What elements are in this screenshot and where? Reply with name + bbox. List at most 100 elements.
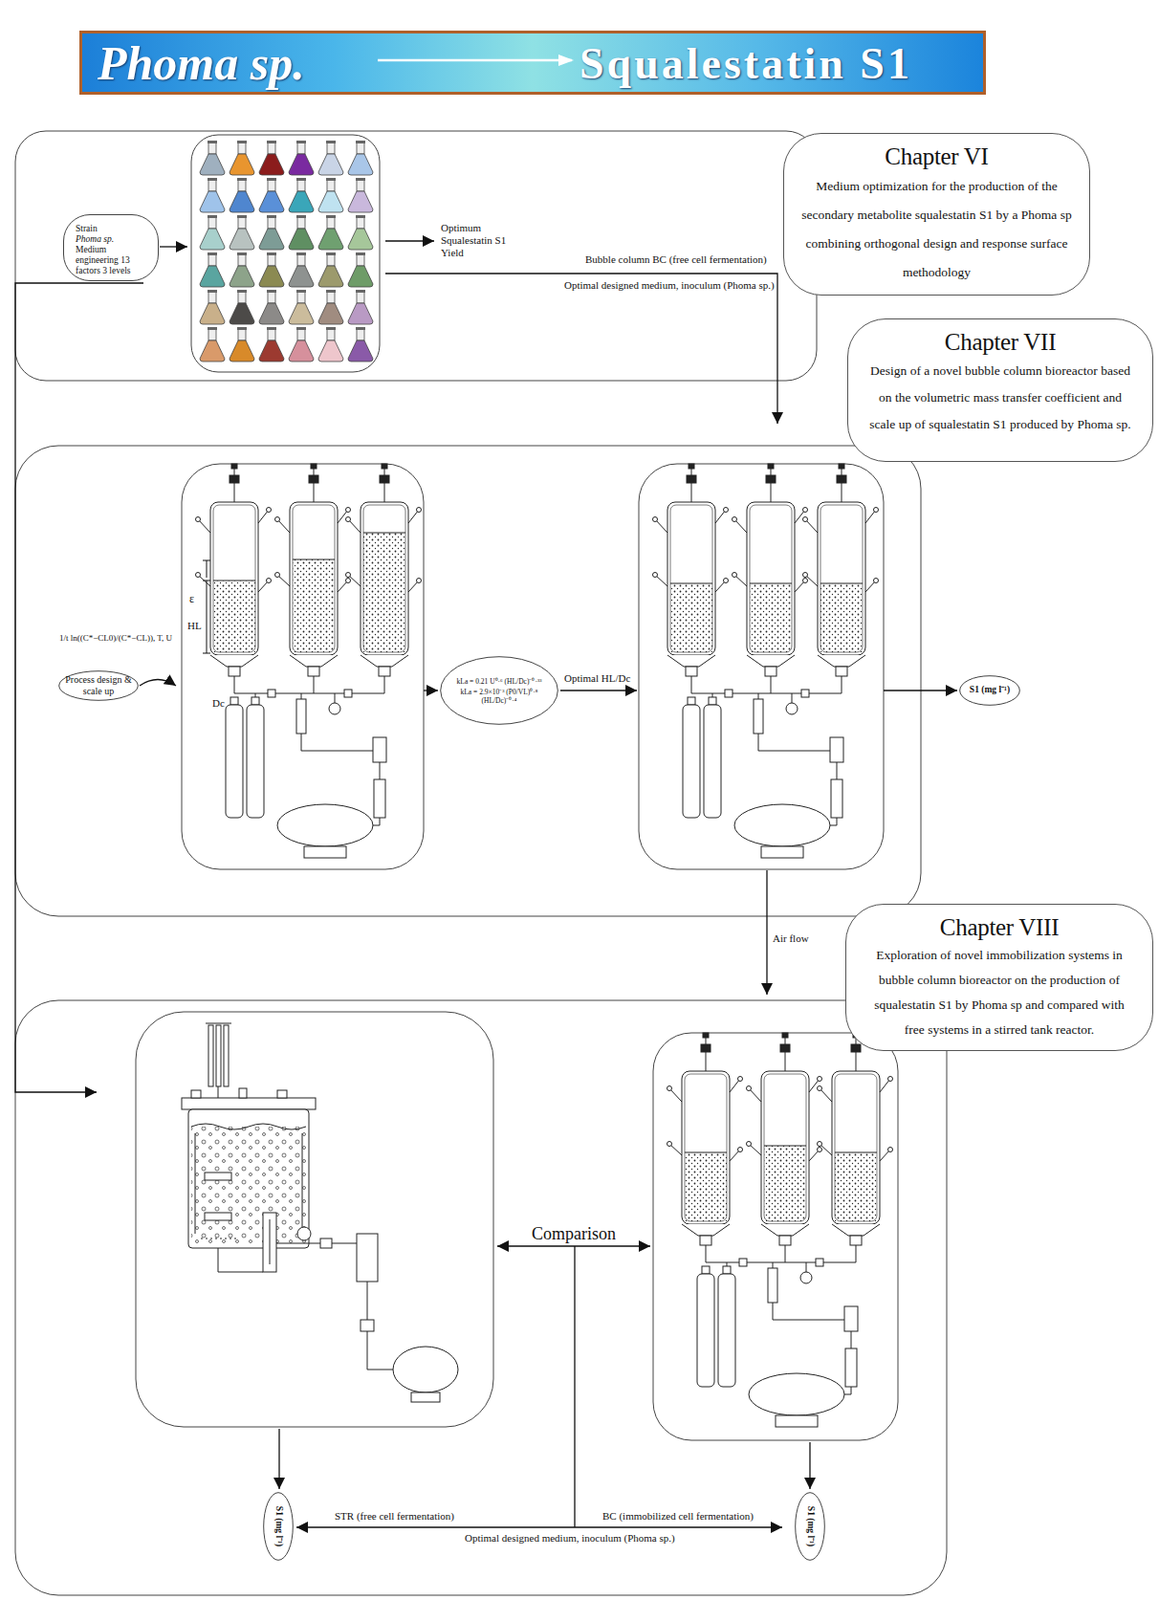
probe-head [874, 578, 879, 584]
comparison-label: Comparison [531, 1224, 616, 1246]
rotameter [767, 1268, 778, 1303]
flask-neck [297, 142, 306, 154]
compressor-base [775, 1415, 818, 1427]
flow-arrow [278, 1428, 280, 1489]
flask-rim [207, 215, 218, 219]
chapter-description: Design of a novel bubble column bioreact… [865, 357, 1136, 438]
flask-body [259, 340, 285, 362]
port [239, 1088, 247, 1098]
column-body [831, 1071, 880, 1225]
chapter-box: Chapter VIIDesign of a novel bubble colu… [847, 318, 1154, 462]
column-wall [749, 504, 792, 653]
flow-arrow [765, 870, 767, 995]
flask-rim [237, 252, 247, 256]
column-fitting [700, 1044, 711, 1052]
pipe [301, 733, 303, 751]
pipe [855, 1245, 857, 1263]
column-shaft [841, 467, 843, 503]
pipe [836, 762, 838, 780]
flow-arrow [883, 689, 958, 691]
liquid-level [820, 583, 863, 585]
strain-box: StrainPhoma sp.Medium engineering 13 fac… [63, 214, 159, 282]
probe-head [738, 1076, 744, 1082]
flask-rim [266, 215, 277, 219]
flow-label: Optimal designed medium, inoculum (Phoma… [464, 1531, 676, 1545]
column-outlet [765, 666, 777, 677]
pipe [712, 693, 714, 698]
probe-head [667, 1141, 673, 1147]
column-cap [688, 463, 695, 469]
pipe [313, 676, 315, 694]
flask [259, 289, 285, 325]
chapter-panel [15, 445, 921, 917]
column-cap [782, 1032, 788, 1038]
flask-rim [326, 252, 336, 256]
flask-rim [207, 177, 218, 181]
probe-head [416, 507, 422, 513]
flask-rim [355, 140, 366, 144]
flask-neck [238, 291, 246, 304]
flask [288, 140, 314, 175]
flask-body [229, 265, 255, 287]
strain-note: Medium engineering 13 factors 3 levels [75, 244, 151, 277]
panels [15, 131, 947, 1596]
column-shaft [855, 1036, 857, 1072]
result-ellipse: S1 (mg l⁻¹) [959, 675, 1021, 706]
flow-label: Optimal HL/Dc [564, 672, 631, 685]
column-cap [231, 463, 238, 469]
pipe [770, 676, 772, 694]
column-liquid [684, 1152, 727, 1222]
flask-rim [296, 327, 307, 330]
column-liquid [292, 559, 335, 653]
compressor [748, 1373, 845, 1416]
flask-neck [356, 291, 365, 304]
gas-cylinder [225, 704, 243, 818]
flask-body [318, 228, 344, 250]
probe-head [346, 507, 351, 513]
flask-body [348, 340, 373, 362]
valve [344, 689, 352, 698]
valve [815, 1258, 824, 1267]
rotameter [373, 779, 386, 818]
result-note: Optimum Squalestatin S1 Yield [440, 221, 518, 261]
pipe [372, 817, 380, 826]
cylinder-valve [708, 697, 717, 705]
flask-rim [207, 289, 218, 293]
column-fitting [686, 475, 697, 483]
process-ellipse: Process design & scale up [58, 670, 139, 701]
flask-rim [237, 327, 247, 330]
flask-rim [355, 252, 366, 256]
pipe [334, 693, 336, 703]
impeller [204, 1172, 232, 1181]
flask-body [288, 303, 314, 325]
gas-cylinder [697, 1273, 715, 1387]
flask-rim [296, 289, 307, 293]
column-wall [363, 504, 406, 653]
flask-rim [326, 140, 336, 144]
flow-label: STR (free cell fermentation) [334, 1509, 455, 1523]
column-bottom [360, 655, 409, 667]
flask [199, 215, 225, 250]
probe-head [196, 572, 201, 578]
pipe [301, 750, 373, 752]
flask [288, 215, 314, 250]
pipe [218, 1247, 263, 1272]
strain-label: Strain [75, 223, 151, 235]
flask-body [348, 191, 373, 213]
flask-body [229, 153, 255, 175]
flask-rim [296, 177, 307, 181]
flask-neck [327, 328, 335, 341]
column-fitting [379, 475, 390, 483]
flask-neck [267, 254, 276, 266]
flask-rim [207, 327, 218, 330]
ellipse-shape [263, 1492, 294, 1561]
flask [199, 289, 225, 325]
flask-rim [237, 177, 247, 181]
pipe [841, 676, 843, 694]
flask-body [199, 153, 225, 175]
liquid-level [684, 1152, 727, 1154]
column-liquid [363, 532, 406, 653]
stirred-tank [181, 1023, 459, 1402]
flow-arrow [159, 245, 188, 247]
